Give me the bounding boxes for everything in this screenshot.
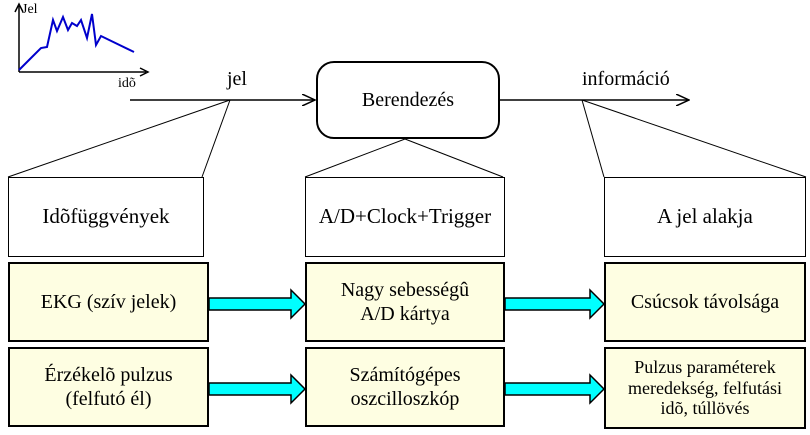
mini-chart-x-arrowhead xyxy=(139,67,150,77)
cell-text: Nagy sebességû A/D kártya xyxy=(340,279,470,325)
cyan-arrow-row1-right xyxy=(504,288,606,320)
header-label: A/D+Clock+Trigger xyxy=(318,204,492,229)
output-information-label: információ xyxy=(582,68,670,90)
cell-pulse-parameters: Pulzus paraméterek meredekség, felfutási… xyxy=(604,347,806,429)
cell-ad-card: Nagy sebességû A/D kártya xyxy=(305,262,505,342)
mini-chart-y-arrowhead xyxy=(14,2,24,13)
funnel-left-line-a xyxy=(7,99,231,178)
funnel-left-line-b xyxy=(201,99,231,178)
column-header-time-functions: Idõfüggvények xyxy=(8,177,204,257)
funnel-right-line-a xyxy=(581,99,605,178)
mini-chart-x-label: idõ xyxy=(118,76,136,91)
cyan-arrow-row2-left xyxy=(208,373,307,405)
cell-ekg: EKG (szív jelek) xyxy=(8,262,209,342)
cell-text: Érzékelõ pulzus (felfutó él) xyxy=(44,364,173,410)
funnel-middle-line-b xyxy=(404,138,504,178)
header-label: A jel alakja xyxy=(657,204,753,229)
cell-text: Számítógépes oszcilloszkóp xyxy=(349,364,461,410)
cell-text: Pulzus paraméterek meredekség, felfutási… xyxy=(628,356,782,419)
mini-chart-y-label: Jel xyxy=(22,2,38,17)
cyan-arrow-row1-left xyxy=(208,288,307,320)
cell-text: Csúcsok távolsága xyxy=(630,291,780,313)
cell-oscilloscope: Számítógépes oszcilloszkóp xyxy=(305,347,505,427)
cell-sensed-pulse: Érzékelõ pulzus (felfutó él) xyxy=(8,347,209,427)
device-box: Berendezés xyxy=(316,61,500,139)
device-label: Berendezés xyxy=(361,89,455,111)
funnel-right-line-b xyxy=(581,99,807,178)
input-signal-label: jel xyxy=(227,68,247,90)
column-header-ad-clock-trigger: A/D+Clock+Trigger xyxy=(305,177,505,257)
mini-chart-signal-line xyxy=(18,13,135,71)
cyan-arrow-row2-right xyxy=(504,373,606,405)
column-header-signal-shape: A jel alakja xyxy=(604,177,806,257)
cell-peak-distance: Csúcsok távolsága xyxy=(604,262,806,342)
funnel-middle-line-a xyxy=(304,138,406,178)
header-label: Idõfüggvények xyxy=(42,204,170,229)
cell-text: EKG (szív jelek) xyxy=(40,291,177,313)
